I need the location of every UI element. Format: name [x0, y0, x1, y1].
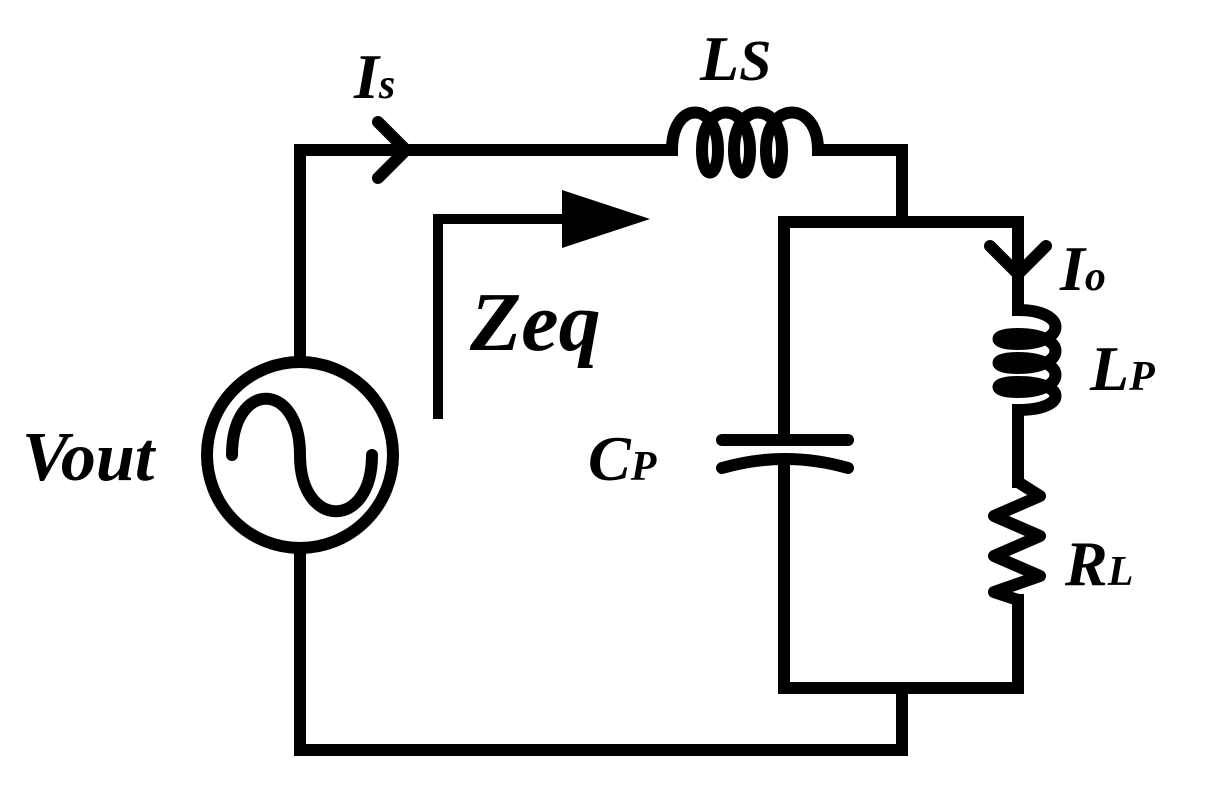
sine-wave-icon [226, 393, 378, 517]
series-inductor [666, 106, 824, 179]
source-current-arrow-icon [372, 116, 412, 184]
ac-voltage-source [201, 356, 399, 554]
parallel-branch-bottom [778, 594, 1024, 694]
output-current-arrow-icon [984, 240, 1052, 280]
parallel-inductor-label: LP [1089, 333, 1155, 404]
source-current-label: Is [353, 41, 395, 112]
capacitor-plate-bottom-curved [716, 453, 854, 474]
impedance-indicator [433, 190, 650, 419]
load-resistor-label: RL [1064, 528, 1133, 599]
equivalent-impedance-label: Zeq [469, 276, 601, 369]
parallel-branch-frame [778, 216, 1024, 694]
series-inductor-label: LS [699, 23, 771, 94]
impedance-arrowhead-icon [562, 190, 650, 248]
impedance-indicator-line [433, 214, 577, 419]
left-wire-lower [294, 542, 908, 756]
top-wire-right [812, 144, 908, 228]
wires [294, 144, 1024, 756]
parallel-capacitor-label: CP [588, 423, 657, 494]
source-voltage-label: Vout [22, 419, 157, 496]
load-resistor [988, 476, 1046, 606]
parallel-inductor [992, 304, 1062, 416]
parallel-capacitor [716, 434, 854, 474]
output-current-label: Io [1059, 233, 1106, 304]
